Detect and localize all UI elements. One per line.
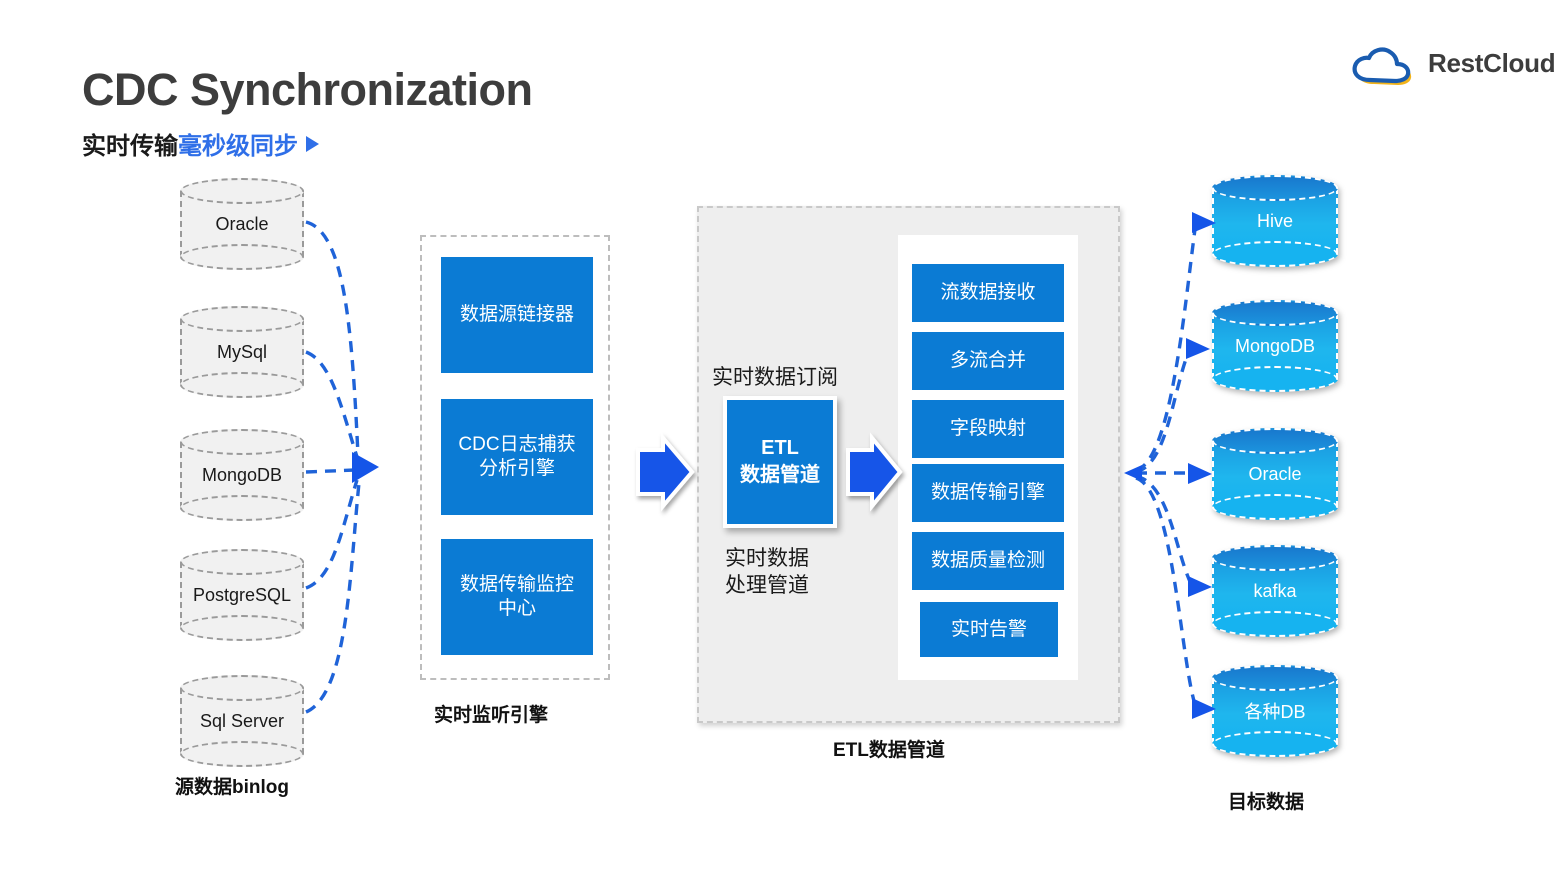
subtitle-highlight-text: 毫秒级同步 xyxy=(178,133,298,160)
cloud-icon xyxy=(1352,47,1412,85)
etl-core-below-label: 实时数据 处理管道 xyxy=(725,547,809,598)
cylinder-top xyxy=(180,306,304,332)
target-db-label: kafka xyxy=(1253,580,1297,601)
cylinder-bottom xyxy=(1212,731,1338,757)
target-db-kafka[interactable]: kafka xyxy=(1212,545,1338,637)
cylinder-bottom xyxy=(180,372,304,398)
etl-stage-transfer-engine[interactable]: 数据传输引擎 xyxy=(912,464,1064,522)
link-mongodb-to-listener xyxy=(305,468,356,474)
listener-box-transfer-monitor-center[interactable]: 数据传输监控 中心 xyxy=(441,539,593,655)
cylinder-top xyxy=(1212,665,1338,691)
link-etl-to-variousdb xyxy=(1135,476,1198,709)
link-etl-to-mongodb xyxy=(1135,347,1192,474)
etl-subscribe-label: 实时数据订阅 xyxy=(712,366,838,389)
source-db-label: MySql xyxy=(216,341,267,362)
subtitle-plain-text: 实时传输 xyxy=(82,133,178,160)
cylinder-bottom xyxy=(1212,611,1338,637)
cylinder-bottom xyxy=(180,244,304,270)
etl-stage-stream-receive[interactable]: 流数据接收 xyxy=(912,264,1064,322)
cylinder-top xyxy=(1212,175,1338,201)
link-mysql-to-listener xyxy=(305,350,360,461)
cylinder-bottom xyxy=(1212,241,1338,267)
cylinder-top xyxy=(180,549,304,575)
page-title: CDC Synchronization xyxy=(82,64,533,115)
arrowhead-oracle xyxy=(1188,463,1212,484)
source-db-label: MongoDB xyxy=(201,464,283,485)
source-db-oracle[interactable]: Oracle xyxy=(180,178,304,270)
logo-text: RestCloud xyxy=(1428,48,1556,78)
page-subtitle: 实时传输毫秒级同步 xyxy=(82,126,319,161)
target-db-various[interactable]: 各种DB xyxy=(1212,665,1338,757)
link-postgresql-to-listener xyxy=(305,479,359,590)
link-sqlserver-to-listener xyxy=(305,482,361,714)
cylinder-top xyxy=(1212,428,1338,454)
source-db-sqlserver[interactable]: Sql Server xyxy=(180,675,304,767)
listener-caption: 实时监听引擎 xyxy=(434,705,549,726)
etl-stage-field-mapping[interactable]: 字段映射 xyxy=(912,400,1064,458)
etl-stage-realtime-alert[interactable]: 实时告警 xyxy=(920,602,1058,657)
etl-core-box[interactable]: ETL 数据管道 xyxy=(723,396,837,528)
etl-stage-data-quality-check[interactable]: 数据质量检测 xyxy=(912,532,1064,590)
target-db-label: MongoDB xyxy=(1234,335,1316,356)
source-db-postgresql[interactable]: PostgreSQL xyxy=(180,549,304,641)
target-db-oracle[interactable]: Oracle xyxy=(1212,428,1338,520)
cylinder-bottom xyxy=(1212,366,1338,392)
arrowhead-listener-hub xyxy=(352,452,379,483)
source-db-mysql[interactable]: MySql xyxy=(180,306,304,398)
target-db-hive[interactable]: Hive xyxy=(1212,175,1338,267)
source-db-label: Oracle xyxy=(215,213,269,234)
brand-logo: RestCloud xyxy=(1348,34,1556,94)
etl-stage-multi-stream-merge[interactable]: 多流合并 xyxy=(912,332,1064,390)
cylinder-top xyxy=(1212,545,1338,571)
cylinder-top xyxy=(180,675,304,701)
arrowhead-kafka xyxy=(1188,576,1212,597)
cylinder-top xyxy=(180,178,304,204)
source-db-label: Sql Server xyxy=(199,710,285,731)
etl-core-line2: 数据管道 xyxy=(740,464,820,486)
arrowhead-etl-hub xyxy=(1124,465,1142,481)
listener-box-data-source-connector[interactable]: 数据源链接器 xyxy=(441,257,593,373)
source-caption: 源数据binlog xyxy=(175,777,289,798)
listener-box-cdc-log-capture-engine[interactable]: CDC日志捕获 分析引擎 xyxy=(441,399,593,515)
target-db-mongodb[interactable]: MongoDB xyxy=(1212,300,1338,392)
source-db-mongodb[interactable]: MongoDB xyxy=(180,429,304,521)
cylinder-bottom xyxy=(180,495,304,521)
link-oracle-to-listener xyxy=(305,220,360,456)
target-db-label: Oracle xyxy=(1248,463,1302,484)
listener-engine-panel xyxy=(420,235,610,680)
cylinder-bottom xyxy=(180,615,304,641)
etl-caption: ETL数据管道 xyxy=(833,740,945,761)
link-etl-to-hive xyxy=(1135,221,1198,472)
source-db-label: PostgreSQL xyxy=(192,584,292,605)
cylinder-top xyxy=(1212,300,1338,326)
stage-arrow-1-icon xyxy=(636,432,695,512)
cylinder-bottom xyxy=(1212,494,1338,520)
target-caption: 目标数据 xyxy=(1228,792,1305,813)
link-etl-to-kafka xyxy=(1135,474,1194,587)
cylinder-top xyxy=(180,429,304,455)
cylinder-bottom xyxy=(180,741,304,767)
target-db-label: Hive xyxy=(1256,210,1293,231)
arrowhead-mongodb xyxy=(1186,338,1210,359)
triangle-marker-icon xyxy=(306,136,319,152)
etl-core-line1: ETL xyxy=(761,437,799,459)
target-db-label: 各种DB xyxy=(1244,702,1306,722)
